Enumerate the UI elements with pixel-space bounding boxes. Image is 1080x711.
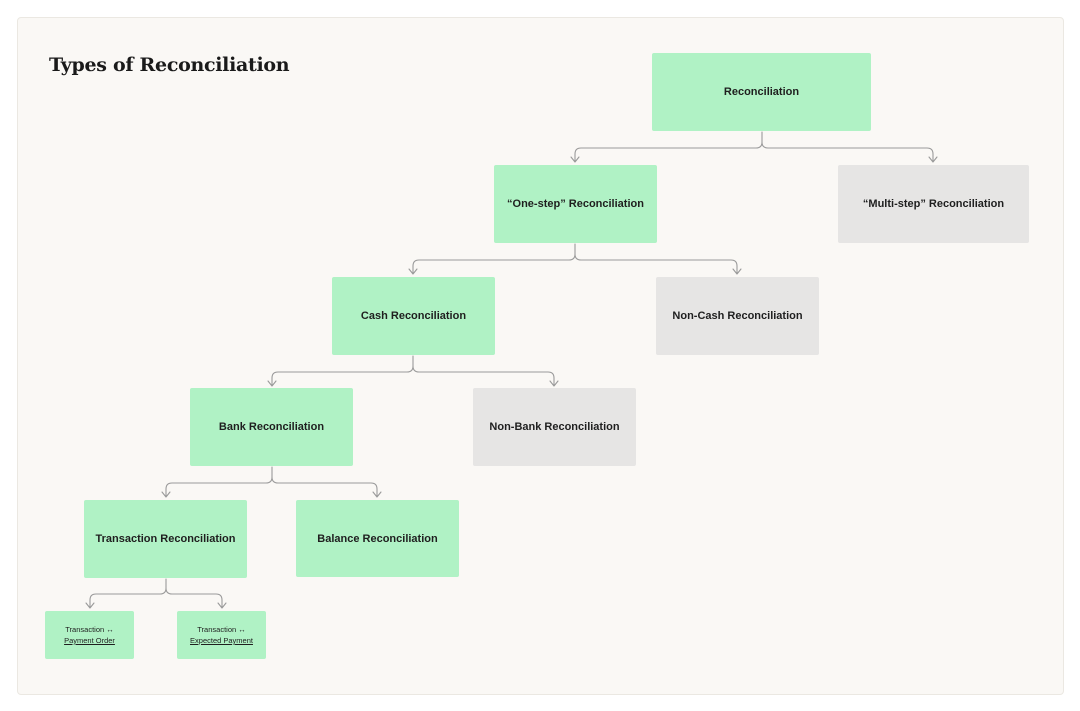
arrow-non-bank [549,380,559,387]
node-label: Reconciliation [723,86,800,98]
node-label-line1: Transaction ↔ [197,625,246,634]
node-label: Cash Reconciliation [360,310,467,322]
node-label: Non-Bank Reconciliation [489,421,620,433]
arrow-txn-payment-order [85,602,95,609]
connector-bank [165,466,378,497]
node-label: “One-step” Reconciliation [507,198,644,210]
node-label: Transaction Reconciliation [95,533,236,545]
arrow-cash [408,268,418,275]
arrow-transaction [161,491,171,498]
arrow-multi-step [928,156,938,163]
node-transaction-expected-payment[interactable]: Transaction ↔ Expected Payment [177,611,266,659]
connector-reconciliation [574,131,934,162]
payment-order-link[interactable]: Payment Order [64,636,115,645]
node-bank-reconciliation[interactable]: Bank Reconciliation [190,388,353,466]
arrow-one-step [570,156,580,163]
node-label: Non-Cash Reconciliation [672,310,803,322]
node-label: Balance Reconciliation [317,532,438,545]
node-balance-reconciliation[interactable]: Balance Reconciliation [296,500,459,577]
expected-payment-link[interactable]: Expected Payment [190,636,253,645]
node-label: Bank Reconciliation [218,421,325,433]
node-non-bank-reconciliation[interactable]: Non-Bank Reconciliation [473,388,636,466]
node-cash-reconciliation[interactable]: Cash Reconciliation [332,277,495,355]
node-multi-step-reconciliation[interactable]: “Multi-step” Reconciliation [838,165,1029,243]
node-transaction-payment-order[interactable]: Transaction ↔ Payment Order [45,611,134,659]
node-one-step-reconciliation[interactable]: “One-step” Reconciliation [494,165,657,243]
node-label: “Multi-step” Reconciliation [862,198,1005,210]
node-label-line1: Transaction ↔ [65,625,114,634]
arrow-txn-expected-payment [217,602,227,609]
arrow-balance [372,491,382,498]
node-non-cash-reconciliation[interactable]: Non-Cash Reconciliation [656,277,819,355]
arrow-non-cash [732,268,742,275]
arrow-bank [267,380,277,387]
node-reconciliation[interactable]: Reconciliation [652,53,871,131]
diagram-title: Types of Reconciliation [49,54,290,76]
diagram-canvas [17,17,1064,695]
connector-one-step [412,243,738,274]
connector-transaction [89,578,223,608]
connector-cash [271,355,555,386]
node-transaction-reconciliation[interactable]: Transaction Reconciliation [84,500,247,578]
